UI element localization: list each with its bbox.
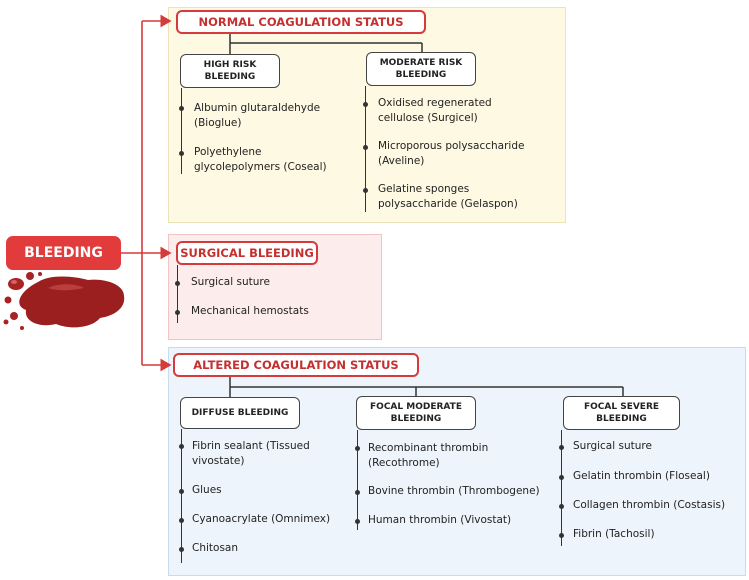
blood-puddle-image xyxy=(3,272,125,330)
bullet-dot xyxy=(559,533,564,538)
surgical-bleeding-title: SURGICAL BLEEDING xyxy=(176,241,318,265)
focal-severe-branch-line xyxy=(561,430,562,546)
focal-severe-item-2: Gelatin thrombin (Floseal) xyxy=(573,470,710,482)
focal-severe-item-4: Fibrin (Tachosil) xyxy=(573,528,655,540)
high-risk-bleeding-label: HIGH RISK BLEEDING xyxy=(203,60,257,82)
bullet-dot xyxy=(179,489,184,494)
high-risk-bleeding-box: HIGH RISK BLEEDING xyxy=(180,54,280,88)
high-risk-item-1: Albumin glutaraldehyde (Bioglue) xyxy=(194,102,321,129)
moderate-risk-bleeding-label: MODERATE RISK BLEEDING xyxy=(379,58,463,80)
bullet-dot xyxy=(179,547,184,552)
diffuse-item-2: Glues xyxy=(192,484,222,496)
focal-moderate-item-3: Human thrombin (Vivostat) xyxy=(368,514,512,526)
focal-severe-bleeding-label: FOCAL SEVERE BLEEDING xyxy=(583,402,660,424)
bullet-dot xyxy=(559,475,564,480)
focal-severe-bleeding-box: FOCAL SEVERE BLEEDING xyxy=(563,396,680,430)
bleeding-root-label: BLEEDING xyxy=(24,245,103,261)
surgical-item-1: Surgical suture xyxy=(191,276,270,288)
focal-moderate-bleeding-label: FOCAL MODERATE BLEEDING xyxy=(370,402,462,424)
diffuse-branch-line xyxy=(181,429,182,563)
diffuse-bleeding-label: DIFFUSE BLEEDING xyxy=(191,408,289,418)
surgical-bleeding-title-text: SURGICAL BLEEDING xyxy=(180,246,314,260)
bullet-dot xyxy=(355,446,360,451)
altered-coagulation-title: ALTERED COAGULATION STATUS xyxy=(173,353,419,377)
moderate-risk-item-2: Microporous polysaccharide (Aveline) xyxy=(378,140,525,167)
moderate-risk-item-3: Gelatine sponges polysaccharide (Gelaspo… xyxy=(378,183,518,210)
bullet-dot xyxy=(355,519,360,524)
bullet-dot xyxy=(179,106,184,111)
diffuse-item-1: Fibrin sealant (Tissued vivostate) xyxy=(192,440,310,467)
focal-moderate-branch-line xyxy=(357,430,358,530)
surgical-item-2: Mechanical hemostats xyxy=(191,305,309,317)
moderate-risk-bleeding-box: MODERATE RISK BLEEDING xyxy=(366,52,476,86)
moderate-risk-item-1: Oxidised regenerated cellulose (Surgicel… xyxy=(378,97,492,124)
bullet-dot xyxy=(363,188,368,193)
focal-severe-item-1: Surgical suture xyxy=(573,440,652,452)
bullet-dot xyxy=(355,490,360,495)
bullet-dot xyxy=(179,518,184,523)
bullet-dot xyxy=(363,145,368,150)
bullet-dot xyxy=(175,281,180,286)
diffuse-item-3: Cyanoacrylate (Omnimex) xyxy=(192,513,331,525)
focal-severe-item-3: Collagen thrombin (Costasis) xyxy=(573,499,726,511)
focal-moderate-item-1: Recombinant thrombin (Recothrome) xyxy=(368,442,489,469)
altered-coagulation-title-text: ALTERED COAGULATION STATUS xyxy=(193,358,399,372)
bleeding-root-node: BLEEDING xyxy=(6,236,121,270)
focal-moderate-item-2: Bovine thrombin (Thrombogene) xyxy=(368,485,540,497)
bullet-dot xyxy=(179,444,184,449)
diffuse-item-4: Chitosan xyxy=(192,542,239,554)
bullet-dot xyxy=(363,102,368,107)
bullet-dot xyxy=(559,504,564,509)
normal-coagulation-title-text: NORMAL COAGULATION STATUS xyxy=(198,15,404,29)
normal-coagulation-title: NORMAL COAGULATION STATUS xyxy=(176,10,426,34)
bullet-dot xyxy=(175,310,180,315)
high-risk-item-2: Polyethylene glycolepolymers (Coseal) xyxy=(194,146,327,173)
high-risk-branch-line xyxy=(181,88,182,174)
focal-moderate-bleeding-box: FOCAL MODERATE BLEEDING xyxy=(356,396,476,430)
altered-coagulation-panel xyxy=(168,347,746,576)
diffuse-bleeding-box: DIFFUSE BLEEDING xyxy=(180,397,300,429)
surgical-branch-line xyxy=(177,265,178,323)
bullet-dot xyxy=(179,151,184,156)
bullet-dot xyxy=(559,445,564,450)
